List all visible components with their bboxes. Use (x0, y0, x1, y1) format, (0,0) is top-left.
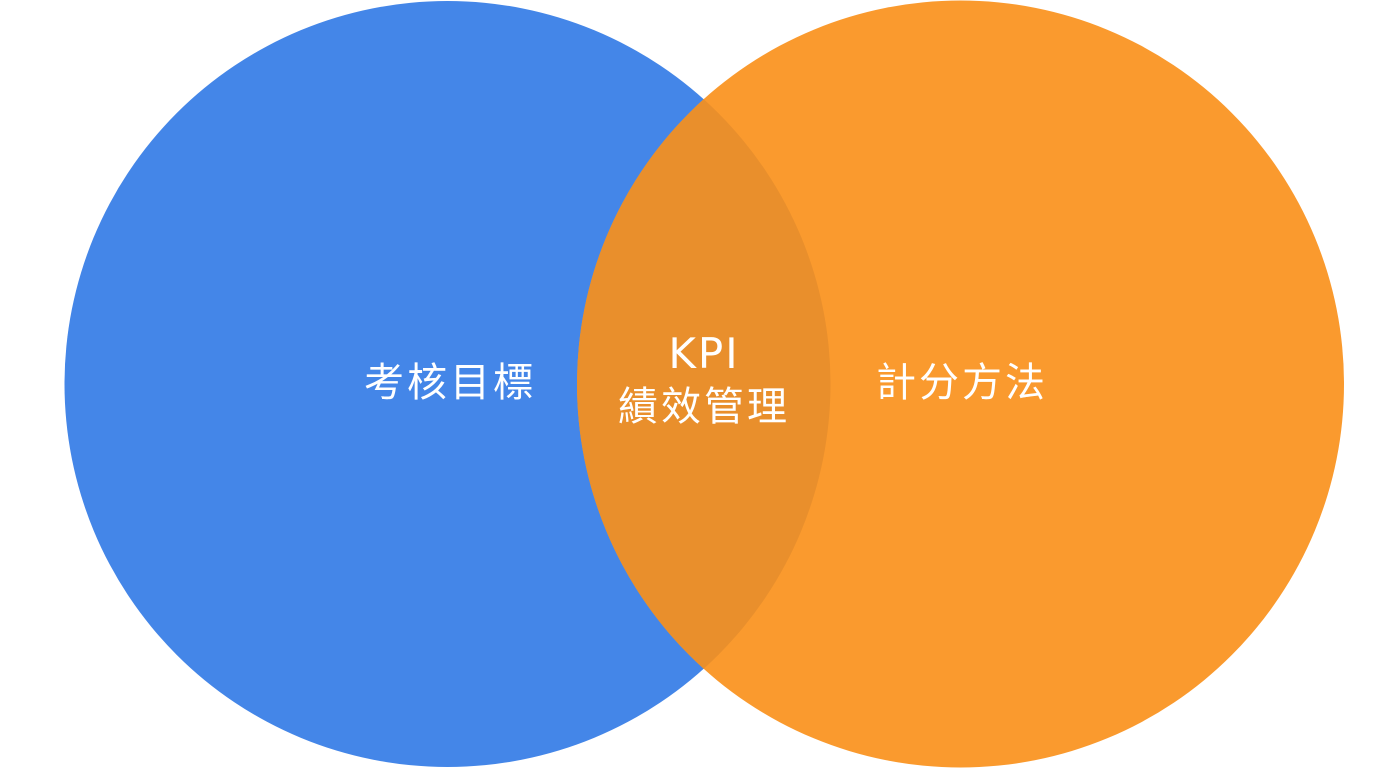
intersection-label: KPI 績效管理 (604, 329, 804, 430)
intersection-title: KPI (668, 329, 740, 378)
intersection-subtitle: 績效管理 (618, 384, 790, 430)
right-set-label: 計分方法 (876, 360, 1048, 406)
left-set-label: 考核目標 (364, 360, 536, 406)
intersection-region (577, 1, 831, 767)
